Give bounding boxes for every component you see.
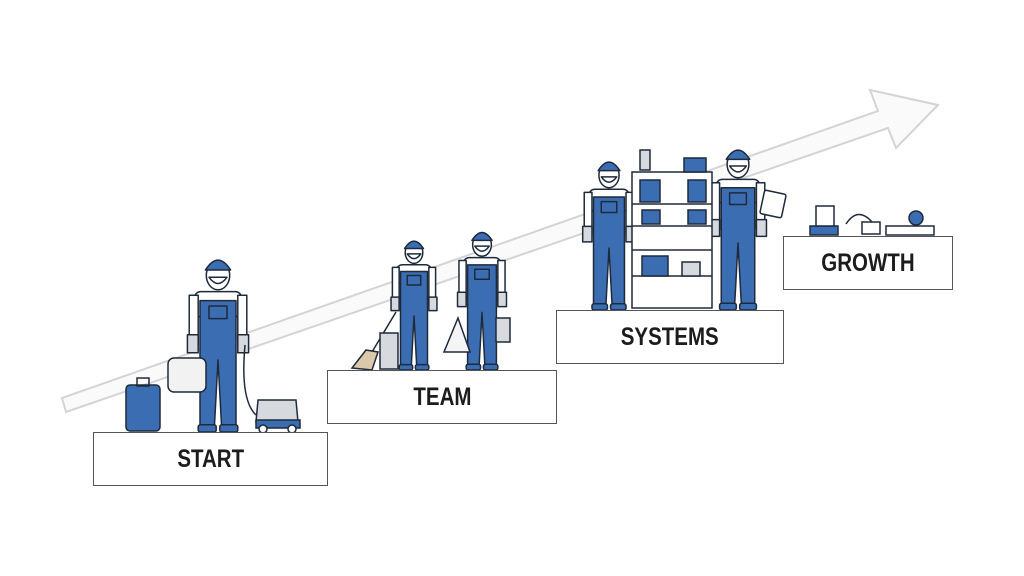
worker-systems-right bbox=[708, 149, 768, 311]
step-growth-label: GROWTH bbox=[821, 248, 915, 277]
worker-team-male bbox=[456, 231, 508, 371]
step-start-label: START bbox=[177, 444, 244, 473]
worker-team-female bbox=[390, 240, 438, 371]
growth-office-items-icon bbox=[809, 205, 935, 236]
step-team: TEAM bbox=[327, 370, 557, 424]
step-team-label: TEAM bbox=[412, 382, 472, 411]
step-systems-label: SYSTEMS bbox=[621, 322, 719, 351]
broom-icon bbox=[350, 311, 399, 371]
step-start: START bbox=[93, 432, 328, 486]
step-systems: SYSTEMS bbox=[556, 310, 784, 364]
suitcase-icon bbox=[125, 377, 161, 432]
supply-shelf-icon bbox=[631, 149, 713, 309]
trash-bag-icon bbox=[442, 315, 511, 353]
cleaning-bag-icon bbox=[167, 357, 207, 393]
tablet-icon bbox=[759, 189, 787, 219]
vacuum-cleaner-icon bbox=[243, 344, 301, 434]
worker-systems-left bbox=[581, 161, 637, 311]
worker-start bbox=[186, 259, 250, 433]
step-growth: GROWTH bbox=[783, 236, 953, 290]
